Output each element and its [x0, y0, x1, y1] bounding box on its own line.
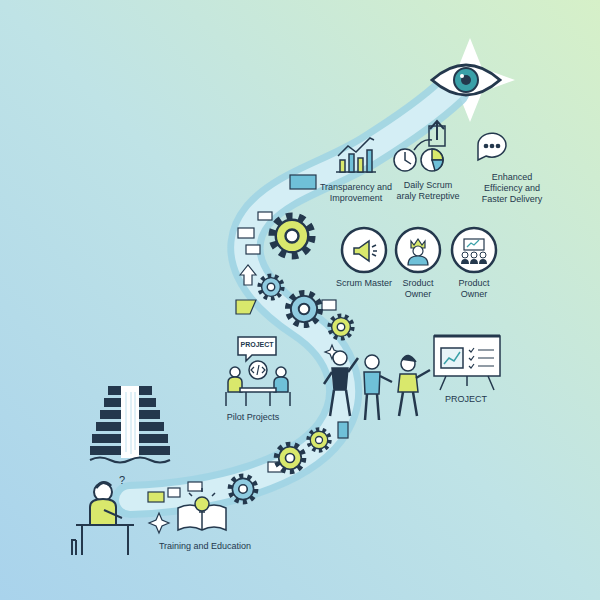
- role-icon: [394, 226, 442, 274]
- caption-label: Enhanced Efficiency and Faster Delivery: [472, 172, 552, 204]
- clock-pie-icons: [394, 121, 445, 171]
- path-items: [148, 175, 348, 533]
- role-icon: [340, 226, 388, 274]
- waterfall: [90, 386, 170, 463]
- role-name: Product Owner: [450, 278, 498, 300]
- book-bulb: [178, 488, 226, 530]
- team: [324, 351, 430, 420]
- pilot-meeting: [226, 337, 290, 406]
- eye: [432, 65, 500, 95]
- project-tag: PROJECT: [238, 341, 276, 349]
- role-name: Sroduct Owner: [394, 278, 442, 300]
- role-circle: Product Owner: [450, 226, 498, 300]
- project-tag: PROJECT: [441, 394, 491, 405]
- learner: [72, 482, 134, 555]
- journey-path-inner: [130, 90, 452, 500]
- caption-label: Transparency and Improvement: [317, 182, 395, 204]
- role-circle: Scrum Master: [332, 226, 396, 289]
- caption-label: Daily Scrum araly Retreptive: [394, 180, 462, 202]
- question-mark: ?: [116, 474, 128, 487]
- role-icon: [450, 226, 498, 274]
- caption-label: Training and Education: [150, 541, 260, 552]
- role-name: Scrum Master: [332, 278, 396, 289]
- chat-icon: [478, 133, 506, 160]
- presentation-board: [434, 336, 500, 390]
- role-circle: Sroduct Owner: [394, 226, 442, 300]
- chart-icon: [336, 138, 376, 172]
- journey-path: [130, 90, 452, 500]
- caption-label: Pilot Projects: [218, 412, 288, 423]
